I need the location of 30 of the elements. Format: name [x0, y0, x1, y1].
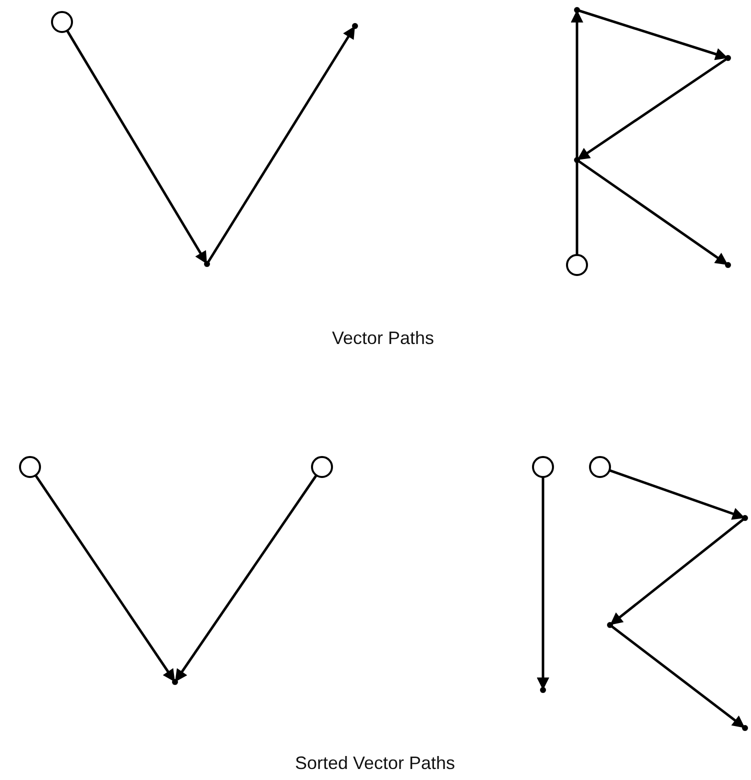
start-circle [19, 456, 41, 478]
start-circle [589, 456, 611, 478]
start-circle [311, 456, 333, 478]
arrow [576, 56, 729, 162]
arrow [34, 474, 176, 683]
arrow [570, 10, 584, 255]
path-vertex [607, 622, 613, 628]
arrow [536, 477, 550, 690]
caption: Vector Paths [332, 328, 434, 349]
path-vertex [725, 55, 731, 61]
caption: Sorted Vector Paths [294, 753, 456, 774]
arrow [576, 8, 728, 60]
arrow [174, 474, 318, 683]
arrow [609, 469, 746, 520]
start-circle [566, 254, 588, 276]
path-vertex [742, 725, 748, 731]
start-circle [532, 456, 554, 478]
arrow [576, 158, 729, 266]
path-vertex [725, 262, 731, 268]
arrow [66, 30, 208, 265]
path-vertex [352, 23, 358, 29]
path-vertex [540, 687, 546, 693]
start-circle [51, 11, 73, 33]
path-vertex [204, 261, 210, 267]
arrow [206, 25, 356, 265]
path-vertex [574, 7, 580, 13]
arrow [609, 517, 746, 626]
path-vertex [742, 515, 748, 521]
arrow [609, 624, 746, 729]
path-vertex [574, 157, 580, 163]
